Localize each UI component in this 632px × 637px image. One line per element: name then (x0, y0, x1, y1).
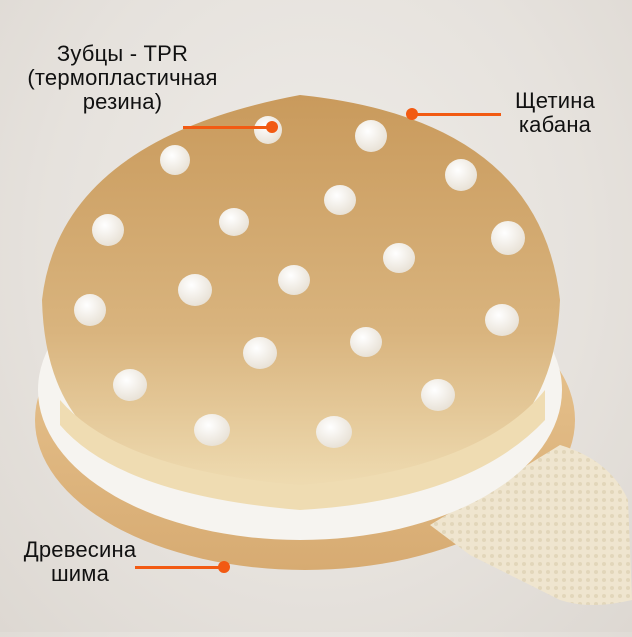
wood-label-line-1: Древесина (23, 537, 137, 562)
bristle-pointer-dot (406, 108, 418, 120)
tpr-label-line-3: резина) (82, 89, 163, 114)
tpr-nubs-label: Зубцы - TPR (термопластичная резина) (0, 42, 245, 114)
wood-pointer-dot (218, 561, 230, 573)
tpr-pointer-line (183, 126, 271, 129)
bristle-field (42, 95, 560, 510)
cotton-strap (430, 445, 632, 605)
wood-label-line-2: шима (50, 561, 110, 586)
boar-bristle-label: Щетина кабана (500, 89, 610, 137)
wood-label: Древесина шима (6, 538, 154, 586)
tpr-pointer-dot (266, 121, 278, 133)
tpr-label-line-2: (термопластичная (27, 65, 218, 90)
bristle-pointer-line (413, 113, 501, 116)
bristle-label-line-2: кабана (518, 112, 592, 137)
bristle-label-line-1: Щетина (514, 88, 596, 113)
tpr-label-line-1: Зубцы - TPR (56, 41, 189, 66)
tpr-nubs (74, 116, 525, 448)
wood-pointer-line (135, 566, 225, 569)
